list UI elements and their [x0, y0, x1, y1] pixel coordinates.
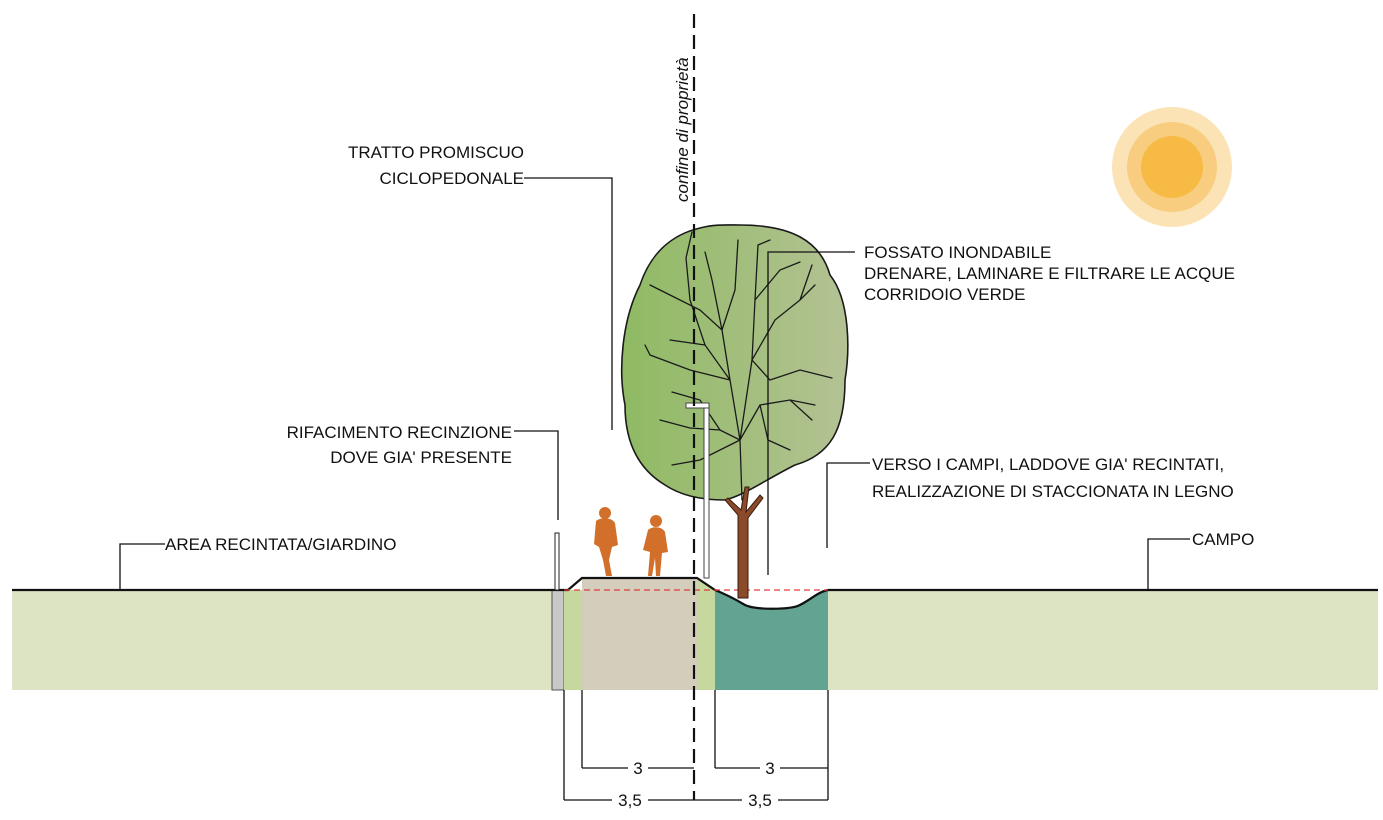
dimension-outer-right: 3,5 — [748, 791, 772, 810]
dimension-outer-left: 3,5 — [618, 791, 642, 810]
label-campo: CAMPO — [1192, 530, 1254, 549]
ground-section — [12, 578, 1378, 691]
tree-icon — [620, 224, 849, 599]
leader-verso-campi — [826, 462, 870, 548]
ditch-fill — [715, 590, 828, 690]
pedestrian-figure-icon — [643, 515, 668, 576]
label-verso-campi-line1: VERSO I CAMPI, LADDOVE GIA' RECINTATI, — [872, 455, 1224, 474]
dimension-lines — [563, 690, 829, 801]
bike-path-fill — [582, 578, 697, 690]
sun-icon — [1112, 107, 1232, 227]
label-fossato-line3: CORRIDOIO VERDE — [864, 285, 1026, 304]
label-verso-campi-line2: REALIZZAZIONE DI STACCIONATA IN LEGNO — [872, 482, 1234, 501]
property-line-label: confine di proprietà — [673, 57, 692, 202]
leader-area-recintata — [119, 543, 165, 590]
ground-profile-line — [12, 576, 1378, 610]
leader-campo — [1147, 538, 1190, 590]
label-rifacimento-line2: DOVE GIA' PRESENTE — [330, 448, 512, 467]
fence-post-footing — [551, 589, 565, 691]
label-tratto-line2: CICLOPEDONALE — [379, 169, 524, 188]
dimension-inner-left: 3 — [633, 759, 642, 778]
leader-fossato — [767, 251, 855, 575]
label-rifacimento-line1: RIFACIMENTO RECINZIONE — [287, 423, 512, 442]
cyclist-figure-icon — [594, 507, 618, 576]
tree-canopy — [620, 224, 849, 501]
tree-branches — [644, 231, 833, 501]
street-lamp-icon — [685, 402, 710, 579]
dimension-inner-right: 3 — [765, 759, 774, 778]
label-area-recintata: AREA RECINTATA/GIARDINO — [165, 535, 396, 554]
label-tratto-line1: TRATTO PROMISCUO — [348, 143, 524, 162]
label-fossato-line2: DRENARE, LAMINARE E FILTRARE LE ACQUE — [864, 264, 1235, 283]
leader-rifacimento — [514, 430, 559, 520]
fence-post — [554, 532, 560, 591]
leader-tratto — [524, 177, 613, 430]
tree-trunk — [724, 486, 764, 599]
label-fossato-line1: FOSSATO INONDABILE — [864, 243, 1051, 262]
